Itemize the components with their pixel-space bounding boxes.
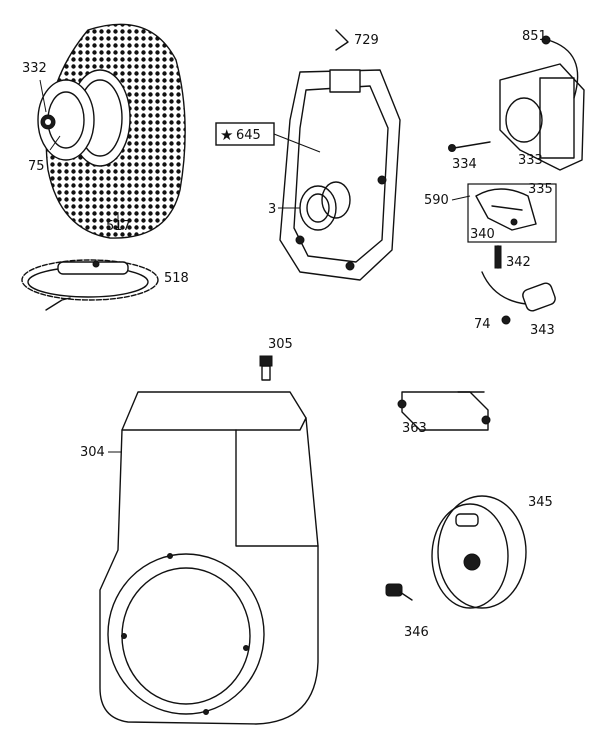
star-icon: ★ [220,126,233,144]
breaker-points-part [467,183,557,269]
label-75: 75 [28,159,45,174]
label-304: 304 [80,445,105,460]
ignition-coil-part [448,35,585,171]
label-343: 343 [530,323,555,338]
callout-645: ★ 645 [215,122,321,153]
condenser-part [481,271,556,325]
label-3: 3 [268,202,276,217]
label-518: 518 [164,271,189,286]
label-74: 74 [474,317,491,332]
label-334: 334 [452,157,477,172]
baffle-part [397,391,491,431]
label-517: 517 [106,219,131,234]
dust-cover-part [385,495,527,609]
blower-housing-part [99,355,319,725]
label-851: 851 [522,29,547,44]
starter-rope-part [21,259,159,311]
label-363: 363 [402,421,427,436]
label-342: 342 [506,255,531,270]
label-335: 335 [528,182,553,197]
crankcase-cover-part [279,29,401,281]
label-346: 346 [404,625,429,640]
flywheel-screen-part [37,23,186,239]
label-340: 340 [470,227,495,242]
label-305: 305 [268,337,293,352]
label-332: 332 [22,61,47,76]
label-345: 345 [528,495,553,510]
label-590: 590 [424,193,449,208]
label-645: 645 [236,128,261,143]
label-729: 729 [354,33,379,48]
label-333: 333 [518,153,543,168]
